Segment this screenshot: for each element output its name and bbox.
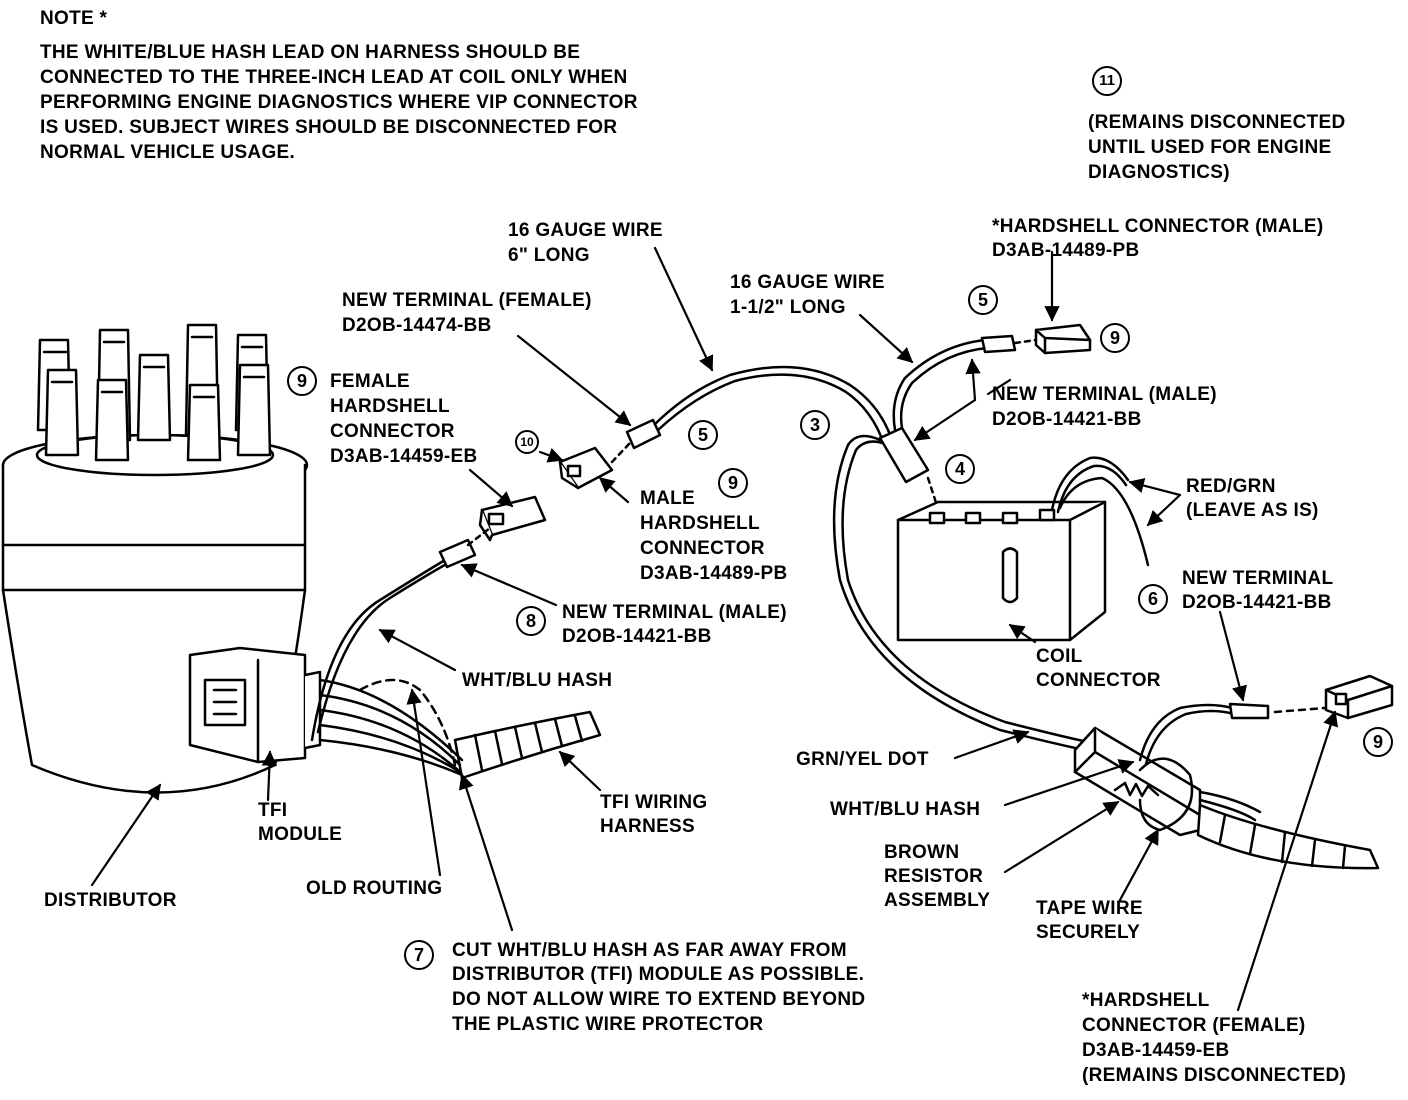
callout-7: 7: [404, 940, 434, 970]
label-new-terminal-male-8-2: D2OB-14421-BB: [562, 626, 712, 647]
callout-5-mid: 5: [688, 420, 718, 450]
label-hardshell-female-bottom-1: *HARDSHELL: [1082, 990, 1210, 1011]
callout-9-female: 9: [287, 366, 317, 396]
label-tape-wire-1: TAPE WIRE: [1036, 898, 1143, 919]
label-tfi-wiring-harness-1: TFI WIRING: [600, 792, 708, 813]
note11-line-2: UNTIL USED FOR ENGINE: [1088, 137, 1332, 158]
label-female-hardshell-4: D3AB-14459-EB: [330, 446, 478, 467]
label-cut-note-4: THE PLASTIC WIRE PROTECTOR: [452, 1014, 764, 1035]
label-coil-connector-2: CONNECTOR: [1036, 670, 1161, 691]
new-terminal-female: [625, 418, 662, 450]
label-hardshell-female-bottom-3: D3AB-14459-EB: [1082, 1040, 1230, 1061]
terminal-6: [1228, 702, 1270, 720]
label-tfi-module-2: MODULE: [258, 824, 343, 845]
label-hardshell-male-top-1: *HARDSHELL CONNECTOR (MALE): [992, 216, 1324, 237]
label-wht-blu-hash-right: WHT/BLU HASH: [830, 799, 981, 820]
label-old-routing: OLD ROUTING: [306, 878, 443, 899]
callout-10: 10: [515, 430, 539, 454]
label-16ga-15in-2: 1-1/2" LONG: [730, 297, 846, 318]
label-cut-note-3: DO NOT ALLOW WIRE TO EXTEND BEYOND: [452, 989, 866, 1010]
label-brown-resistor-2: RESISTOR: [884, 866, 984, 887]
note-heading: NOTE *: [40, 8, 108, 29]
note11-line-3: DIAGNOSTICS): [1088, 162, 1230, 183]
callout-11: 11: [1092, 66, 1122, 96]
label-new-terminal-female-2: D2OB-14474-BB: [342, 315, 492, 336]
label-new-terminal-6-2: D2OB-14421-BB: [1182, 592, 1332, 613]
callout-9-male: 9: [718, 468, 748, 498]
male-hardshell-connector-10: [558, 446, 614, 490]
label-new-terminal-female-1: NEW TERMINAL (FEMALE): [342, 290, 592, 311]
callout-3: 3: [800, 410, 830, 440]
label-tfi-module-1: TFI: [258, 800, 288, 821]
label-16ga-15in-1: 16 GAUGE WIRE: [730, 272, 885, 293]
note-line-3: PERFORMING ENGINE DIAGNOSTICS WHERE VIP …: [40, 92, 638, 113]
label-male-hardshell-2: HARDSHELL: [640, 513, 760, 534]
label-cut-note-2: DISTRIBUTOR (TFI) MODULE AS POSSIBLE.: [452, 964, 865, 985]
label-male-hardshell-4: D3AB-14489-PB: [640, 563, 788, 584]
label-red-grn-2: (LEAVE AS IS): [1186, 500, 1319, 521]
label-coil-connector-1: COIL: [1036, 646, 1083, 667]
callout-4: 4: [945, 454, 975, 484]
callout-6: 6: [1138, 584, 1168, 614]
coil-plug: [878, 426, 930, 484]
label-brown-resistor-3: ASSEMBLY: [884, 890, 991, 911]
wht-blu-hash-wire: [310, 558, 447, 742]
label-16ga-6in-1: 16 GAUGE WIRE: [508, 220, 663, 241]
callout-8: 8: [516, 606, 546, 636]
label-tfi-wiring-harness-2: HARNESS: [600, 816, 696, 837]
label-hardshell-male-top-2: D3AB-14489-PB: [992, 240, 1140, 261]
right-harness: [1196, 803, 1380, 870]
note11-line-1: (REMAINS DISCONNECTED: [1088, 112, 1346, 133]
red-grn-wires: [1050, 456, 1150, 567]
note-line-4: IS USED. SUBJECT WIRES SHOULD BE DISCONN…: [40, 117, 618, 138]
hardshell-connector-female-bottom: [1324, 674, 1394, 720]
label-grn-yel-dot: GRN/YEL DOT: [796, 749, 929, 770]
female-hardshell-connector: [478, 495, 547, 542]
label-brown-resistor-1: BROWN: [884, 842, 960, 863]
label-red-grn-1: RED/GRN: [1186, 476, 1276, 497]
label-female-hardshell-1: FEMALE: [330, 371, 410, 392]
leader-arrows: [90, 246, 1339, 1012]
hardshell-connector-male-top: [1034, 323, 1092, 355]
tfi-wiring-harness-shape: [453, 710, 602, 780]
label-female-hardshell-2: HARDSHELL: [330, 396, 450, 417]
terminal-6-wire: [1138, 703, 1234, 762]
label-male-hardshell-1: MALE: [640, 488, 696, 509]
tfi-module-body: [188, 646, 322, 764]
module-wires: [318, 678, 464, 777]
callout-5-top: 5: [968, 285, 998, 315]
label-16ga-6in-2: 6" LONG: [508, 245, 590, 266]
label-cut-note-1: CUT WHT/BLU HASH AS FAR AWAY FROM: [452, 940, 847, 961]
note-line-5: NORMAL VEHICLE USAGE.: [40, 142, 296, 163]
label-new-terminal-male-top-2: D2OB-14421-BB: [992, 409, 1142, 430]
label-distributor: DISTRIBUTOR: [44, 890, 177, 911]
label-hardshell-female-bottom-4: (REMAINS DISCONNECTED): [1082, 1065, 1347, 1086]
wire-16ga-1-5in: [892, 338, 987, 432]
label-female-hardshell-3: CONNECTOR: [330, 421, 455, 442]
callout-9-right: 9: [1363, 727, 1393, 757]
note-line-2: CONNECTED TO THE THREE-INCH LEAD AT COIL…: [40, 67, 628, 88]
label-hardshell-female-bottom-2: CONNECTOR (FEMALE): [1082, 1015, 1306, 1036]
tape-wrap: [1138, 757, 1194, 832]
coil-connector-body: [896, 500, 1107, 642]
wire-16ga-6in: [653, 365, 894, 442]
label-new-terminal-6-1: NEW TERMINAL: [1182, 568, 1334, 589]
new-terminal-male-top: [980, 334, 1017, 354]
label-new-terminal-male-8-1: NEW TERMINAL (MALE): [562, 602, 787, 623]
brown-resistor-body: [1073, 726, 1202, 837]
distributor-towers: [36, 323, 272, 462]
label-wht-blu-hash-left: WHT/BLU HASH: [462, 670, 613, 691]
note-line-1: THE WHITE/BLUE HASH LEAD ON HARNESS SHOU…: [40, 42, 581, 63]
label-tape-wire-2: SECURELY: [1036, 922, 1141, 943]
label-new-terminal-male-top-1: NEW TERMINAL (MALE): [992, 384, 1217, 405]
terminal-8: [438, 538, 477, 569]
label-male-hardshell-3: CONNECTOR: [640, 538, 765, 559]
callout-9-top: 9: [1100, 323, 1130, 353]
